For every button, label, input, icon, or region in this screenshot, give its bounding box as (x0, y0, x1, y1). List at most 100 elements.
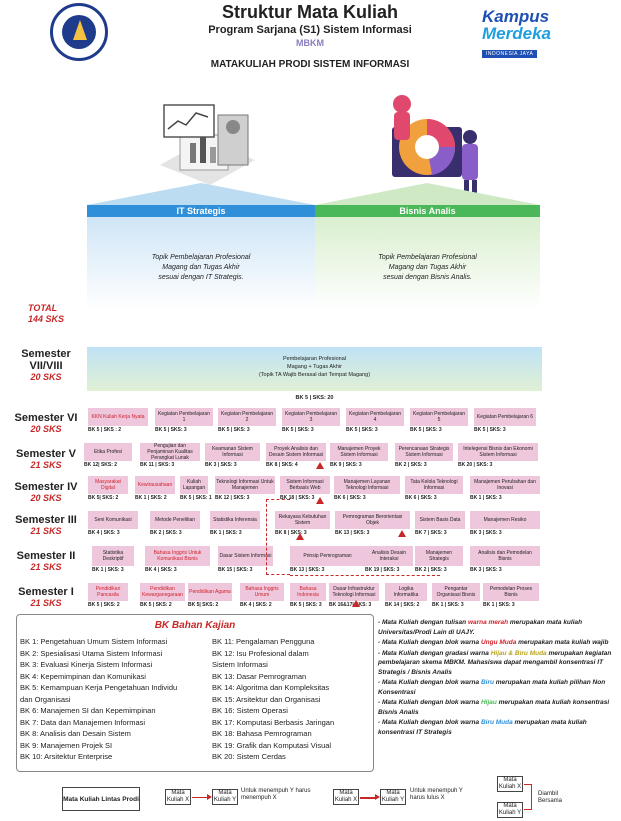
course-block: Intelegensi Bisnis dan Ekonomi Sistem In… (458, 443, 538, 461)
section-heading: MATAKULIAH PRODI SISTEM INFORMASI (210, 59, 410, 70)
legend-note: - Mata Kuliah dengan blok warna Ungu Mud… (378, 639, 609, 646)
course-block: Pendidikan Agama (188, 583, 232, 601)
course-bk-sks: BK 1 | SKS: 3 (210, 530, 242, 536)
bk-legend-item: BK 11: Pengalaman Pengguna (212, 637, 315, 646)
it-strategis-roof (87, 183, 315, 205)
legend-arrow-pass (360, 794, 380, 800)
prerequisite-arrow (316, 497, 324, 504)
course-block: Proyek Analisis dan Desain Sistem Inform… (266, 443, 326, 461)
course-bk-sks: BK 12| SKS: 2 (84, 462, 118, 468)
course-bk-sks: BK 5 | SKS: 3 (346, 427, 378, 433)
bk-legend-item: BK 15: Arsitektur dan Organisasi (212, 694, 321, 704)
course-bk-sks: BK 15 | SKS: 3 (218, 567, 253, 573)
course-bk-sks: BK 20 | SKS: 3 (458, 462, 493, 468)
prerequisite-arrow (296, 533, 304, 540)
course-block: Pengantar Organisasi Bisnis (432, 583, 480, 601)
course-bk-sks: BK 5 | SKS: 3 (290, 602, 322, 608)
legend-together-bracket (524, 784, 532, 810)
professional-learning-block: Pembelajaran Profesional Magang + Tugas … (87, 347, 542, 391)
course-block: Masyarakat Digital (88, 476, 128, 494)
course-bk-sks: BK 1 | SKS: 3 (470, 495, 502, 501)
bk-legend-item: BK 17: Komputasi Berbasis Jaringan (212, 717, 335, 727)
course-block: Pendidikan Pancasila (88, 583, 128, 601)
course-bk-sks: BK 5| SKS: 2 (188, 602, 219, 608)
course-bk-sks: BK 5 | SKS: 2 (88, 602, 120, 608)
course-block: Manajemen Perubahan dan Inovasi (470, 476, 540, 494)
course-block: Prinsip Pemrograman (290, 546, 365, 566)
semester-label: Semester I 21 SKS (18, 586, 74, 608)
semester-label: Semester V 21 SKS (16, 448, 76, 470)
bk-legend-item: BK 10: Arsitektur Enterprise (20, 752, 113, 761)
semester-label: Semester VII/VIII 20 SKS (21, 348, 71, 382)
course-block: Kegiatan Pembelajaran 3 (282, 408, 340, 426)
legend-note: - Mata Kuliah dengan blok warna Biru Mud… (378, 719, 587, 736)
course-bk-sks: BK 19 | SKS: 3 (365, 567, 400, 573)
legend-course-y: Mata Kuliah Y (212, 789, 238, 805)
bk-legend-item: BK 4: Kepemimpinan dan Komunikasi (20, 671, 146, 681)
bk-legend-item: dan Organisasi (20, 694, 71, 704)
course-bk-sks: BK 3 | SKS: 3 (205, 462, 237, 468)
lintas-prodi-legend: Mata Kuliah Lintas Prodi (62, 787, 140, 811)
course-bk-sks: BK 5 | SKS: 2 (140, 602, 172, 608)
course-block: Statistika Deskriptif (92, 546, 134, 566)
course-block: Analisis Desain Interaksi (365, 546, 413, 566)
course-bk-sks: BK 2 | SKS: 3 (395, 462, 427, 468)
bk-legend-item: BK 19: Grafik dan Komputasi Visual (212, 740, 332, 750)
course-bk-sks: BK 2 | SKS: 3 (150, 530, 182, 536)
course-block: Perencanaan Strategis Sistem Informasi (395, 443, 453, 461)
it-strategis-label: IT Strategis (87, 205, 315, 217)
legend-pass-text: Untuk menempuh Y harus lulus X (410, 788, 463, 801)
course-bk-sks: BK 6 | SKS: 3 (334, 495, 366, 501)
legend-arrow (192, 794, 212, 800)
course-bk-sks: BK 1 | SKS: 2 (135, 495, 167, 501)
it-strategy-illustration (160, 104, 255, 185)
bk-legend-item: BK 9: Manajemen Projek SI (20, 740, 113, 750)
course-block: Kewirausahaan (135, 476, 175, 494)
prerequisite-connector (290, 575, 440, 576)
legend-note: - Mata Kuliah dengan blok warna Biru mer… (378, 679, 606, 696)
mbkm-label: MBKM (296, 38, 324, 48)
course-bk-sks: BK 7 | SKS: 3 (415, 530, 447, 536)
course-bk-sks: BK 5| SKS: 2 (88, 495, 119, 501)
course-block: Manajemen Resiko (470, 511, 540, 529)
course-block: Logika Informatika (385, 583, 427, 601)
course-bk-sks: BK 5 | SKS: 3 (474, 427, 506, 433)
course-block: Pendidikan Kewarganegaraan (140, 583, 185, 601)
course-block: Sistem Informasi Berbasis Web (280, 476, 330, 494)
course-bk-sks: BK 1 | SKS: 3 (432, 602, 464, 608)
semester-label: Semester IV 20 SKS (14, 481, 78, 503)
course-block: Teknologi Informasi Untuk Manajemen (215, 476, 275, 494)
course-bk-sks: BK 5 | SKS: 3 (282, 427, 314, 433)
course-bk-sks: BK 4 | SKS: 3 (145, 567, 177, 573)
course-bk-sks: BK 5 | SKS : 2 (88, 427, 122, 433)
bk-legend-item: BK 18: Bahasa Pemrograman (212, 729, 312, 738)
semester-label: Semester II 21 SKS (16, 550, 76, 572)
legend-course-x: Mata Kuliah X (165, 789, 191, 805)
prerequisite-arrow (398, 530, 406, 537)
course-bk-sks: BK 9 | SKS: 3 (330, 462, 362, 468)
bk-legend-item: BK 13: Dasar Pemrograman (212, 671, 307, 681)
course-bk-sks: BK 13 | SKS: 3 (290, 567, 325, 573)
course-block: Dasar Infrastruktur Teknologi Informasi (329, 583, 379, 601)
course-block: Pengujian dan Penjaminan Kualitas Perang… (140, 443, 200, 461)
bisnis-analis-label: Bisnis Analis (315, 205, 540, 217)
course-bk-sks: BK 5 | SKS: 1 (180, 495, 212, 501)
legend-note: - Mata Kuliah dengan tulisan warna merah… (378, 619, 583, 636)
page-subtitle: Program Sarjana (S1) Sistem Informasi (208, 24, 412, 36)
course-bk-sks: BK 1 | SKS: 3 (483, 602, 515, 608)
prerequisite-arrow (316, 462, 324, 469)
course-bk-sks: BK 6 | SKS: 3 (405, 495, 437, 501)
bk-legend-item: Sistem Informasi (212, 660, 268, 669)
course-block: Analisis dan Pemodelan Bisnis (470, 546, 540, 566)
course-block: Kegiatan Pembelajaran 2 (218, 408, 276, 426)
legend-note: - Mata Kuliah dengan blok warna Hijau me… (378, 699, 610, 716)
bisnis-analis-roof (315, 183, 540, 205)
course-block: Kegiatan Pembelajaran 4 (346, 408, 404, 426)
bk-legend-item: BK 7: Data dan Manajemen Informasi (20, 717, 146, 727)
course-block: Kegiatan Pembelajaran 6 (474, 408, 536, 426)
semester-label: Semester III 21 SKS (15, 514, 77, 536)
course-bk-sks: BK 5 | SKS: 3 (410, 427, 442, 433)
legend-prereq-text: Untuk menempuh Y harus menempuh X (241, 788, 311, 801)
bk-legend-item: BK 14: Algoritma dan Kompleksitas (212, 683, 330, 692)
course-bk-sks: BK 3 | SKS: 3 (470, 567, 502, 573)
